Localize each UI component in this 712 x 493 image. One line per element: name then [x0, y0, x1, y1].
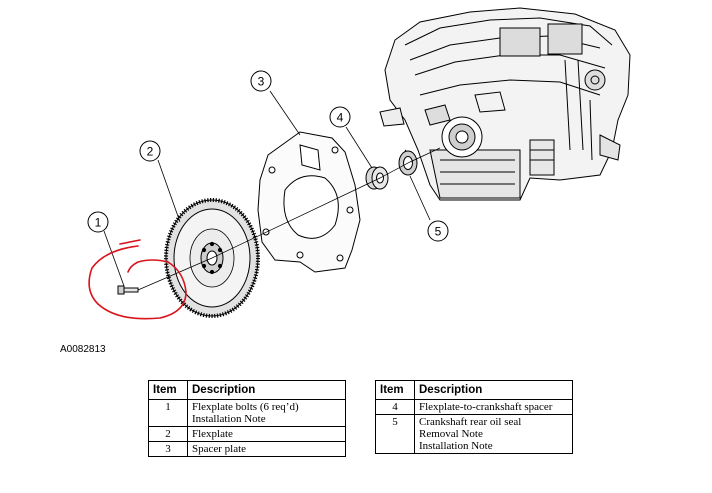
svg-text:2: 2 [147, 145, 154, 159]
item-description: Flexplate bolts (6 req’d) Installation N… [187, 399, 346, 427]
assembly-centerline [137, 147, 441, 291]
item-column-header: Item [148, 380, 188, 400]
item-description: Flexplate-to-crankshaft spacer [414, 399, 573, 415]
table-row: 3 Spacer plate [148, 441, 346, 457]
description-line: Flexplate [192, 428, 233, 440]
callout-1: 1 [87, 211, 109, 233]
callout-5: 5 [427, 220, 449, 242]
description-column-header: Description [187, 380, 346, 400]
red-annotation-marks [88, 239, 187, 320]
description-line: Crankshaft rear oil seal [419, 416, 522, 428]
item-number: 3 [148, 441, 188, 457]
item-number: 5 [375, 414, 415, 454]
item-description: Spacer plate [187, 441, 346, 457]
description-column-header: Description [414, 380, 573, 400]
svg-text:5: 5 [435, 225, 442, 239]
item-description: Flexplate [187, 426, 346, 442]
item-description: Crankshaft rear oil seal Removal Note In… [414, 414, 573, 454]
svg-text:4: 4 [337, 111, 344, 125]
flexplate-spacer [365, 166, 389, 190]
description-line: Spacer plate [192, 443, 247, 455]
description-line: Flexplate-to-crankshaft spacer [419, 401, 553, 413]
crankshaft-rear-oil-seal [398, 150, 418, 176]
item-number: 1 [148, 399, 188, 427]
table-header-row: Item Description [148, 380, 346, 400]
description-line: Flexplate bolts (6 req’d) [192, 401, 299, 413]
table-row: 1 Flexplate bolts (6 req’d) Installation… [148, 399, 346, 427]
callout-leaders [103, 90, 431, 287]
table-row: 2 Flexplate [148, 426, 346, 442]
description-line: Installation Note [192, 413, 266, 425]
item-number: 4 [375, 399, 415, 415]
flexplate-bolt [117, 285, 139, 295]
parts-table-right: Item Description 4 Flexplate-to-cranksha… [375, 380, 573, 454]
table-header-row: Item Description [375, 380, 573, 400]
spacer-plate [257, 131, 361, 273]
svg-text:1: 1 [95, 216, 102, 230]
callout-3: 3 [250, 70, 272, 92]
parts-table-left: Item Description 1 Flexplate bolts (6 re… [148, 380, 346, 457]
item-number: 2 [148, 426, 188, 442]
engine-block [379, 7, 631, 201]
callout-2: 2 [139, 140, 161, 162]
callout-4: 4 [329, 106, 351, 128]
table-row: 4 Flexplate-to-crankshaft spacer [375, 399, 573, 415]
item-column-header: Item [375, 380, 415, 400]
description-line: Removal Note [419, 428, 483, 440]
figure-id-label: A0082813 [60, 344, 106, 355]
description-line: Installation Note [419, 440, 493, 452]
svg-text:3: 3 [258, 75, 265, 89]
table-row: 5 Crankshaft rear oil seal Removal Note … [375, 414, 573, 454]
